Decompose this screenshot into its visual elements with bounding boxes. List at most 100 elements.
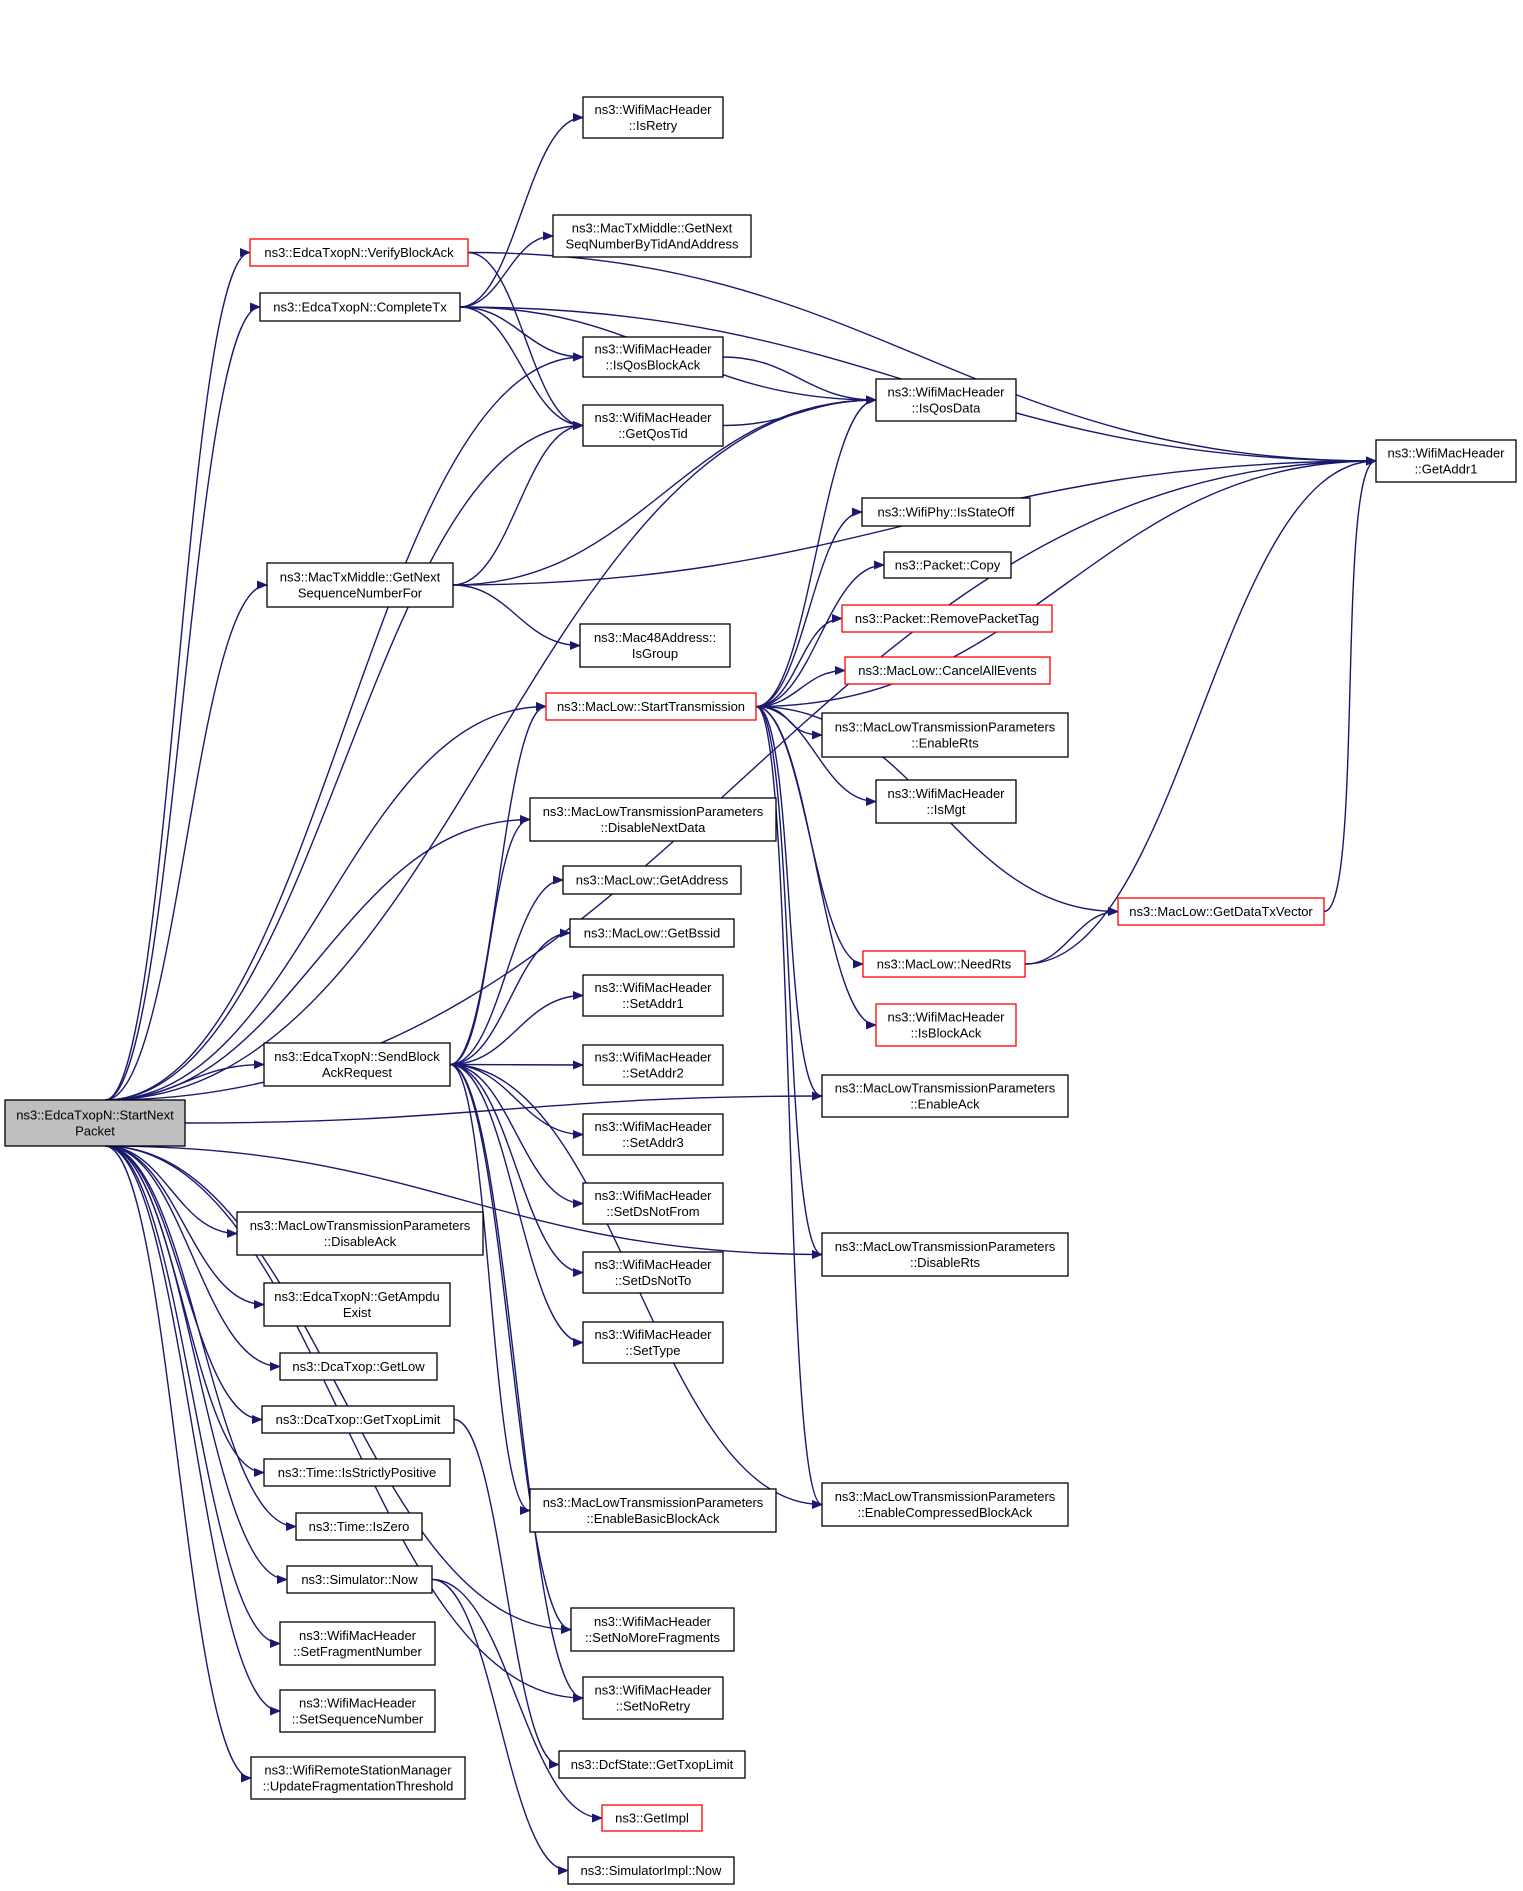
node-dcfgettxoplimit[interactable]: ns3::DcfState::GetTxopLimit bbox=[558, 1750, 746, 1779]
node-starttx[interactable]: ns3::MacLow::StartTransmission bbox=[545, 692, 757, 721]
node-isblockack[interactable]: ns3::WifiMacHeader::IsBlockAck bbox=[875, 1003, 1017, 1047]
node-box bbox=[266, 562, 454, 608]
node-verify[interactable]: ns3::EdcaTxopN::VerifyBlockAck bbox=[249, 238, 469, 267]
node-box bbox=[4, 1099, 186, 1147]
node-setdsnotfrom[interactable]: ns3::WifiMacHeader::SetDsNotFrom bbox=[582, 1182, 724, 1225]
node-cancelall[interactable]: ns3::MacLow::CancelAllEvents bbox=[844, 656, 1051, 685]
node-box bbox=[552, 214, 752, 258]
node-label: ::EnableAck bbox=[910, 1097, 980, 1112]
edge-complete-to-isretry bbox=[459, 113, 585, 308]
node-label: SeqNumberByTidAndAddress bbox=[566, 237, 739, 252]
edge-getnextseqfor-to-getqostid bbox=[452, 421, 585, 586]
node-box bbox=[582, 1113, 724, 1156]
node-label: ns3::MacLow::GetBssid bbox=[584, 926, 721, 941]
node-ismgt[interactable]: ns3::WifiMacHeader::IsMgt bbox=[875, 779, 1017, 824]
node-box bbox=[279, 1689, 436, 1733]
node-label: ::SetSequenceNumber bbox=[292, 1712, 424, 1727]
node-box bbox=[279, 1352, 438, 1381]
node-enablerts[interactable]: ns3::MacLowTransmissionParameters::Enabl… bbox=[821, 712, 1069, 758]
node-disablerts[interactable]: ns3::MacLowTransmissionParameters::Disab… bbox=[821, 1232, 1069, 1277]
node-label: ::UpdateFragmentationThreshold bbox=[263, 1779, 454, 1794]
node-label: ::SetAddr2 bbox=[622, 1066, 683, 1081]
node-box bbox=[1117, 897, 1325, 926]
node-setaddr3[interactable]: ns3::WifiMacHeader::SetAddr3 bbox=[582, 1113, 724, 1156]
node-enablebasicba[interactable]: ns3::MacLowTransmissionParameters::Enabl… bbox=[529, 1488, 777, 1533]
node-getbssid[interactable]: ns3::MacLow::GetBssid bbox=[569, 918, 735, 948]
edge-needrts-to-getaddr1 bbox=[1024, 456, 1378, 965]
edge-sendblockack-to-settype bbox=[449, 1063, 585, 1347]
node-getaddress[interactable]: ns3::MacLow::GetAddress bbox=[562, 865, 742, 895]
node-label: ns3::EdcaTxopN::CompleteTx bbox=[273, 300, 447, 315]
node-isstateoff[interactable]: ns3::WifiPhy::IsStateOff bbox=[861, 497, 1031, 527]
node-label: ns3::WifiMacHeader bbox=[594, 1257, 712, 1272]
node-label: ::IsQosData bbox=[912, 401, 981, 416]
node-label: ns3::DcfState::GetTxopLimit bbox=[571, 1757, 734, 1772]
node-updatefrag[interactable]: ns3::WifiRemoteStationManager::UpdateFra… bbox=[250, 1756, 466, 1800]
node-setnomorefrag[interactable]: ns3::WifiMacHeader::SetNoMoreFragments bbox=[570, 1607, 735, 1652]
node-label: Packet bbox=[75, 1124, 115, 1139]
node-getimpl[interactable]: ns3::GetImpl bbox=[601, 1804, 703, 1832]
node-setseqnum[interactable]: ns3::WifiMacHeader::SetSequenceNumber bbox=[279, 1689, 436, 1733]
node-getdatatxvector[interactable]: ns3::MacLow::GetDataTxVector bbox=[1117, 897, 1325, 926]
node-complete[interactable]: ns3::EdcaTxopN::CompleteTx bbox=[259, 292, 461, 322]
node-box bbox=[570, 1607, 735, 1652]
node-box bbox=[263, 1042, 451, 1087]
node-label: ::EnableCompressedBlockAck bbox=[858, 1505, 1033, 1520]
node-settype[interactable]: ns3::WifiMacHeader::SetType bbox=[582, 1321, 724, 1364]
edge-starttx-to-isstateoff bbox=[755, 507, 864, 708]
node-label: ns3::WifiRemoteStationManager bbox=[264, 1763, 452, 1778]
node-isstrictlypositive[interactable]: ns3::Time::IsStrictlyPositive bbox=[263, 1458, 451, 1487]
edge-root-to-iszero bbox=[104, 1145, 298, 1531]
node-box bbox=[582, 1251, 724, 1294]
node-setdsnotto[interactable]: ns3::WifiMacHeader::SetDsNotTo bbox=[582, 1251, 724, 1294]
node-disablenextdata[interactable]: ns3::MacLowTransmissionParameters::Disab… bbox=[529, 797, 777, 842]
node-enableack[interactable]: ns3::MacLowTransmissionParameters::Enabl… bbox=[821, 1074, 1069, 1118]
node-label: IsGroup bbox=[632, 646, 678, 661]
node-enablecompressedba[interactable]: ns3::MacLowTransmissionParameters::Enabl… bbox=[821, 1482, 1069, 1527]
node-needrts[interactable]: ns3::MacLow::NeedRts bbox=[862, 950, 1026, 978]
node-simnow[interactable]: ns3::Simulator::Now bbox=[286, 1565, 433, 1594]
node-getaddr1[interactable]: ns3::WifiMacHeader::GetAddr1 bbox=[1375, 439, 1517, 483]
node-setnoretry[interactable]: ns3::WifiMacHeader::SetNoRetry bbox=[582, 1676, 724, 1720]
edge-needrts-to-getdatatxvector bbox=[1024, 907, 1120, 965]
node-box bbox=[582, 1321, 724, 1364]
node-label: ns3::MacLow::GetAddress bbox=[576, 873, 729, 888]
node-label: ns3::MacLow::NeedRts bbox=[877, 957, 1012, 972]
edge-sendblockack-to-setaddr2 bbox=[449, 1060, 585, 1070]
node-label: ::IsRetry bbox=[629, 118, 678, 133]
node-simimplnow[interactable]: ns3::SimulatorImpl::Now bbox=[567, 1856, 735, 1885]
node-disableack[interactable]: ns3::MacLowTransmissionParameters::Disab… bbox=[236, 1211, 484, 1256]
node-removetag[interactable]: ns3::Packet::RemovePacketTag bbox=[841, 604, 1053, 633]
node-copy[interactable]: ns3::Packet::Copy bbox=[883, 551, 1012, 579]
edge-starttx-to-removetag bbox=[755, 614, 844, 708]
node-isretry[interactable]: ns3::WifiMacHeader::IsRetry bbox=[582, 96, 724, 139]
node-label: ::SetAddr1 bbox=[622, 996, 683, 1011]
node-getqostid[interactable]: ns3::WifiMacHeader::GetQosTid bbox=[582, 404, 724, 447]
node-label: ns3::WifiMacHeader bbox=[887, 1010, 1005, 1025]
node-label: ::DisableNextData bbox=[601, 820, 707, 835]
node-iszero[interactable]: ns3::Time::IsZero bbox=[295, 1512, 423, 1541]
node-getnextseq[interactable]: ns3::MacTxMiddle::GetNextSeqNumberByTidA… bbox=[552, 214, 752, 258]
node-setaddr1[interactable]: ns3::WifiMacHeader::SetAddr1 bbox=[582, 974, 724, 1017]
node-isgroup[interactable]: ns3::Mac48Address::IsGroup bbox=[579, 623, 731, 668]
node-label: ::SetNoRetry bbox=[616, 1699, 691, 1714]
node-label: ns3::MacLowTransmissionParameters bbox=[835, 1239, 1056, 1254]
node-getnextseqfor[interactable]: ns3::MacTxMiddle::GetNextSequenceNumberF… bbox=[266, 562, 454, 608]
node-setfragnum[interactable]: ns3::WifiMacHeader::SetFragmentNumber bbox=[279, 1621, 436, 1666]
node-isqosdata[interactable]: ns3::WifiMacHeader::IsQosData bbox=[875, 378, 1017, 422]
node-label: ns3::WifiMacHeader bbox=[887, 786, 1005, 801]
node-box bbox=[529, 1488, 777, 1533]
node-isqosblockack[interactable]: ns3::WifiMacHeader::IsQosBlockAck bbox=[582, 336, 724, 378]
node-label: AckRequest bbox=[322, 1065, 392, 1080]
node-setaddr2[interactable]: ns3::WifiMacHeader::SetAddr2 bbox=[582, 1044, 724, 1086]
node-getlow[interactable]: ns3::DcaTxop::GetLow bbox=[279, 1352, 438, 1381]
node-gettxoplimit[interactable]: ns3::DcaTxop::GetTxopLimit bbox=[261, 1405, 455, 1434]
node-box bbox=[558, 1750, 746, 1779]
node-label: ::SetDsNotTo bbox=[615, 1273, 692, 1288]
edge-sendblockack-to-disablenextdata bbox=[449, 815, 532, 1066]
node-label: ns3::EdcaTxopN::VerifyBlockAck bbox=[264, 245, 454, 260]
edge-sendblockack-to-getbssid bbox=[449, 928, 572, 1066]
